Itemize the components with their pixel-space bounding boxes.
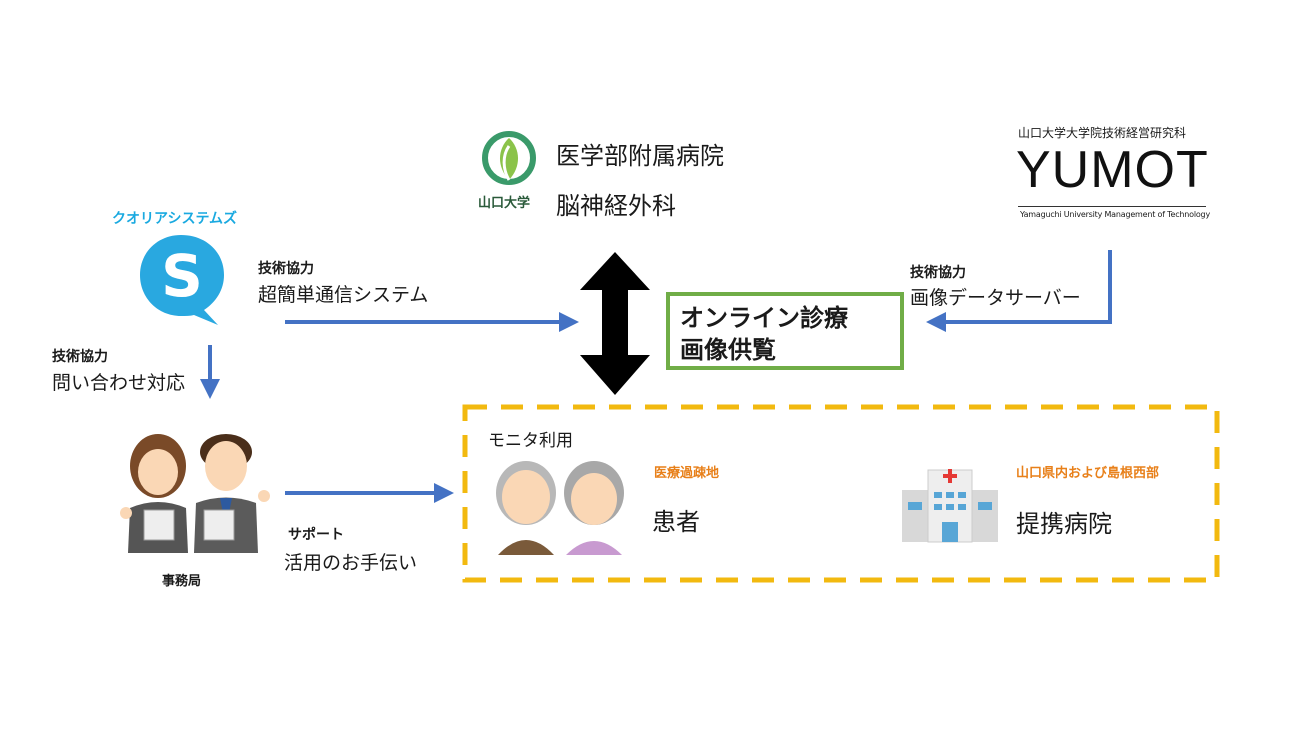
double-arrow bbox=[580, 252, 650, 395]
svg-text:S: S bbox=[161, 242, 203, 310]
qualia-role1-small: 技術協力 bbox=[258, 261, 314, 277]
hospital-building-icon bbox=[902, 469, 998, 543]
hospital-name-line2: 脳神経外科 bbox=[556, 192, 676, 220]
partner-hospital-label: 提携病院 bbox=[1016, 510, 1112, 538]
hospital-region: 山口県内および島根西部 bbox=[1016, 466, 1160, 481]
qualia-role2-main: 問い合わせ対応 bbox=[52, 372, 186, 394]
qualia-name: クオリアシステムズ bbox=[112, 211, 238, 227]
office-support-small: サポート bbox=[288, 527, 344, 543]
monitor-title: モニタ利用 bbox=[488, 431, 573, 451]
office-staff-illustration bbox=[120, 434, 270, 553]
patients-label: 患者 bbox=[652, 508, 700, 536]
center-box-line2: 画像供覧 bbox=[680, 336, 776, 364]
yumot-role-main: 画像データサーバー bbox=[910, 287, 1081, 309]
office-support-main: 活用のお手伝い bbox=[284, 552, 418, 574]
monitor-area-border bbox=[462, 404, 1220, 583]
patients-region: 医療過疎地 bbox=[654, 466, 720, 481]
yumot-logo: YUMOT bbox=[1016, 141, 1209, 199]
yumot-role-small: 技術協力 bbox=[910, 265, 966, 281]
arrow-yumot-to-center bbox=[926, 250, 1112, 332]
qualia-logo-icon: S bbox=[140, 235, 224, 325]
hospital-name-line1: 医学部附属病院 bbox=[556, 142, 724, 170]
qualia-role2-small: 技術協力 bbox=[52, 349, 108, 365]
qualia-role1-main: 超簡単通信システム bbox=[258, 284, 429, 306]
univ-logo-text: 山口大学 bbox=[478, 196, 531, 211]
univ-leaf-icon bbox=[482, 131, 536, 185]
elderly-patients-illustration bbox=[496, 461, 624, 555]
univ-logo: 山口大学 bbox=[476, 128, 542, 212]
yumot-header: 山口大学大学院技術経営研究科 bbox=[1018, 126, 1187, 140]
center-box-line1: オンライン診療 bbox=[680, 304, 848, 332]
office-label: 事務局 bbox=[162, 574, 202, 589]
yumot-underline bbox=[1018, 206, 1206, 207]
center-box-border bbox=[666, 292, 904, 370]
yumot-subtitle: Yamaguchi University Management of Techn… bbox=[1020, 210, 1210, 219]
